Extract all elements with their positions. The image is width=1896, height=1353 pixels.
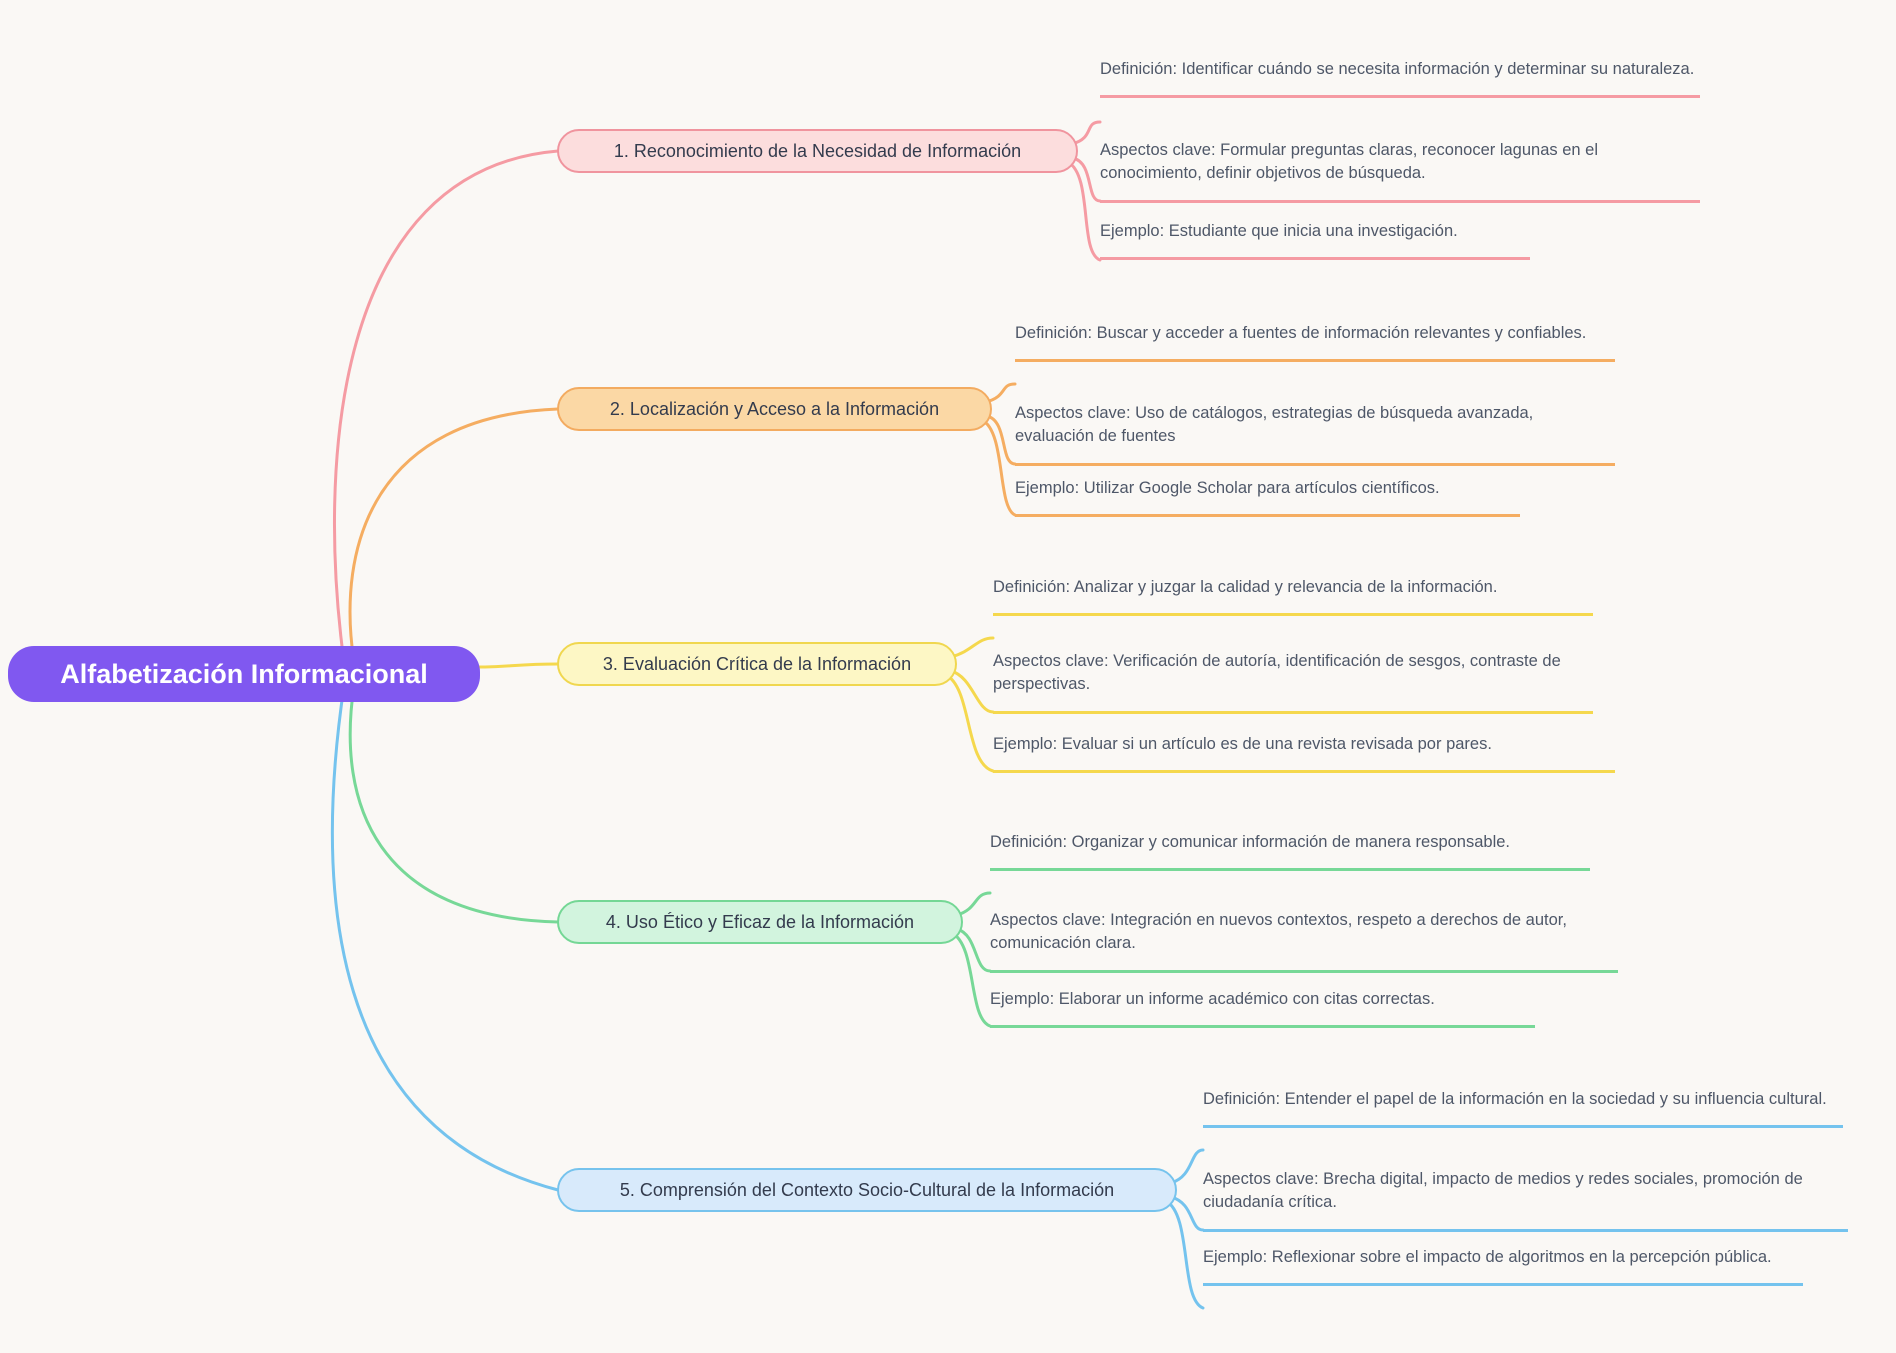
- branch-node-3-label: 3. Evaluación Crítica de la Información: [602, 653, 912, 674]
- branch-node-4[interactable]: 4. Uso Ético y Eficaz de la Información: [557, 900, 963, 944]
- branch-node-1-label: 1. Reconocimiento de la Necesidad de Inf…: [613, 140, 1022, 161]
- leaf-node-3-ejemplo[interactable]: Ejemplo: Evaluar si un artículo es de un…: [993, 733, 1615, 774]
- leaf-node-1-definicion[interactable]: Definición: Identificar cuándo se necesi…: [1100, 58, 1700, 99]
- branch-node-2[interactable]: 2. Localización y Acceso a la Informació…: [557, 387, 992, 431]
- leaf-node-3-aspectos[interactable]: Aspectos clave: Verificación de autoría,…: [993, 650, 1593, 714]
- leaf-node-3-definicion[interactable]: Definición: Analizar y juzgar la calidad…: [993, 576, 1593, 617]
- leaf-node-2-aspectos[interactable]: Aspectos clave: Uso de catálogos, estrat…: [1015, 402, 1615, 466]
- leaf-node-2-ejemplo[interactable]: Ejemplo: Utilizar Google Scholar para ar…: [1015, 477, 1520, 518]
- leaf-node-1-ejemplo[interactable]: Ejemplo: Estudiante que inicia una inves…: [1100, 220, 1530, 261]
- central-node-title[interactable]: Alfabetización Informacional: [8, 646, 480, 702]
- leaf-node-4-ejemplo[interactable]: Ejemplo: Elaborar un informe académico c…: [990, 988, 1535, 1029]
- branch-node-1[interactable]: 1. Reconocimiento de la Necesidad de Inf…: [557, 129, 1078, 173]
- leaf-node-1-aspectos[interactable]: Aspectos clave: Formular preguntas clara…: [1100, 139, 1700, 203]
- leaf-node-2-definicion[interactable]: Definición: Buscar y acceder a fuentes d…: [1015, 322, 1615, 363]
- leaf-node-5-ejemplo[interactable]: Ejemplo: Reflexionar sobre el impacto de…: [1203, 1246, 1803, 1287]
- leaf-node-5-aspectos[interactable]: Aspectos clave: Brecha digital, impacto …: [1203, 1168, 1848, 1232]
- leaf-node-4-aspectos[interactable]: Aspectos clave: Integración en nuevos co…: [990, 909, 1618, 973]
- branch-node-2-label: 2. Localización y Acceso a la Informació…: [609, 398, 940, 419]
- branch-node-3[interactable]: 3. Evaluación Crítica de la Información: [557, 642, 957, 686]
- leaf-node-5-definicion[interactable]: Definición: Entender el papel de la info…: [1203, 1088, 1843, 1129]
- leaf-node-4-definicion[interactable]: Definición: Organizar y comunicar inform…: [990, 831, 1590, 872]
- branch-node-5[interactable]: 5. Comprensión del Contexto Socio-Cultur…: [557, 1168, 1177, 1212]
- branch-node-5-label: 5. Comprensión del Contexto Socio-Cultur…: [619, 1179, 1115, 1200]
- central-node-label: Alfabetización Informacional: [60, 658, 428, 689]
- branch-node-4-label: 4. Uso Ético y Eficaz de la Información: [605, 911, 915, 932]
